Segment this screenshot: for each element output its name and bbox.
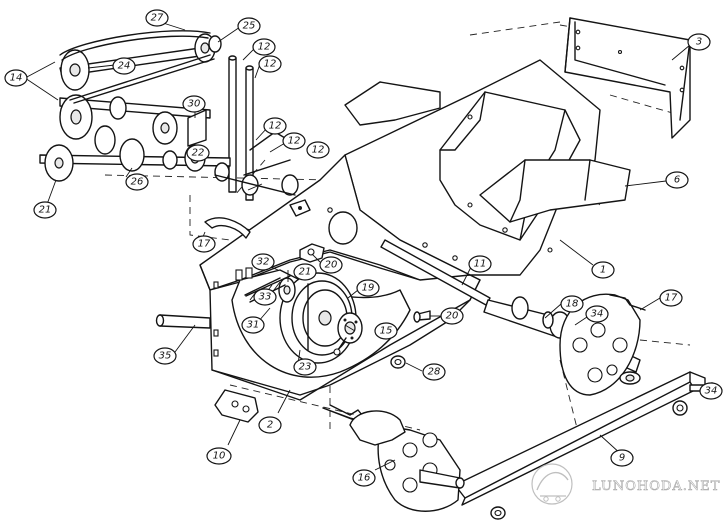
callout-27: 27 [145, 9, 169, 27]
callout-12-b: 12 [258, 55, 282, 73]
callout-18: 18 [560, 295, 584, 313]
callout-15-label: 15 [380, 326, 393, 337]
callout-35: 35 [153, 347, 177, 365]
callout-35-label: 35 [159, 351, 172, 362]
callout-33-label: 33 [259, 292, 272, 303]
callout-6: 6 [665, 171, 689, 189]
callout-34-a: 34 [585, 305, 609, 323]
callout-15: 15 [374, 322, 398, 340]
callout-28-label: 28 [428, 367, 441, 378]
part-curved-strap [204, 217, 251, 239]
callout-32-label: 32 [257, 257, 270, 268]
callout-32: 32 [251, 253, 275, 271]
callout-27-label: 27 [151, 13, 164, 24]
callout-17-a-label: 17 [665, 293, 678, 304]
callout-6-label: 6 [674, 175, 680, 186]
callout-10-label: 10 [213, 451, 226, 462]
callout-17-a: 17 [659, 289, 683, 307]
watermark-text: LUNOHODA.NET [592, 479, 720, 494]
callout-25-label: 25 [243, 21, 256, 32]
callout-21-a-label: 21 [299, 267, 312, 278]
callout-22-label: 22 [192, 148, 205, 159]
part-rail-washers [490, 400, 688, 520]
callout-24: 24 [112, 57, 136, 75]
callout-11-label: 11 [474, 259, 487, 270]
callout-14: 14 [4, 69, 28, 87]
callout-33: 33 [253, 288, 277, 306]
callout-18-label: 18 [566, 299, 579, 310]
part-vertical-rods [228, 55, 291, 201]
callout-3-label: 3 [696, 37, 702, 48]
callout-17-b-label: 17 [198, 239, 211, 250]
callout-12-e: 12 [306, 141, 330, 159]
callout-23: 23 [293, 358, 317, 376]
lunohod-logo-icon [531, 463, 573, 505]
callout-12-e-label: 12 [312, 145, 325, 156]
callout-21-a: 21 [293, 263, 317, 281]
callout-12-a: 12 [252, 38, 276, 56]
callout-28: 28 [422, 363, 446, 381]
callout-17-b: 17 [192, 235, 216, 253]
callout-20-a-label: 20 [325, 260, 338, 271]
callout-1: 1 [591, 261, 615, 279]
callout-26: 26 [125, 173, 149, 191]
part-right-wheel-plate [559, 293, 646, 396]
callout-24-label: 24 [118, 61, 131, 72]
part-left-axle [155, 314, 211, 329]
watermark: LUNOHODA.NET [531, 463, 720, 505]
callout-20-a: 20 [319, 256, 343, 274]
callout-10: 10 [206, 447, 232, 465]
callout-12-b-label: 12 [264, 59, 277, 70]
callout-12-a-label: 12 [258, 42, 271, 53]
part-left-wheel-plate [322, 404, 465, 512]
callout-1-label: 1 [600, 265, 606, 276]
callout-21-b: 21 [33, 201, 57, 219]
callout-12-c: 12 [263, 117, 287, 135]
part-bolt [413, 310, 431, 323]
callout-34-b-label: 34 [705, 386, 718, 397]
callout-11: 11 [468, 255, 492, 273]
callout-19-label: 19 [362, 283, 375, 294]
callout-3: 3 [687, 33, 711, 51]
part-washer [390, 355, 406, 369]
callout-16: 16 [352, 469, 376, 487]
part-drive-belt [59, 30, 215, 104]
callout-12-c-label: 12 [269, 121, 282, 132]
callout-2: 2 [258, 416, 282, 434]
callout-20-b: 20 [440, 307, 464, 325]
callout-30: 30 [182, 95, 206, 113]
callout-12-d: 12 [282, 132, 306, 150]
callout-2-label: 2 [267, 420, 273, 431]
callout-30-label: 30 [188, 99, 201, 110]
callout-14-label: 14 [10, 73, 23, 84]
callout-31: 31 [241, 316, 265, 334]
callout-31-label: 31 [247, 320, 260, 331]
part-bearing-flange [299, 243, 325, 263]
callout-19: 19 [356, 279, 380, 297]
part-pulley-stack [39, 33, 311, 217]
callout-9: 9 [610, 449, 634, 467]
callout-20-b-label: 20 [446, 311, 459, 322]
part-mounting-bracket [214, 389, 259, 423]
callout-9-label: 9 [619, 453, 625, 464]
callout-34-b: 34 [699, 382, 723, 400]
callout-12-d-label: 12 [288, 136, 301, 147]
callout-22: 22 [186, 144, 210, 162]
callout-23-label: 23 [299, 362, 312, 373]
callout-34-a-label: 34 [591, 309, 604, 320]
callout-16-label: 16 [358, 473, 371, 484]
part-large-pulley [279, 272, 357, 364]
callout-21-b-label: 21 [39, 205, 52, 216]
callout-25: 25 [237, 17, 261, 35]
callout-26-label: 26 [131, 177, 144, 188]
